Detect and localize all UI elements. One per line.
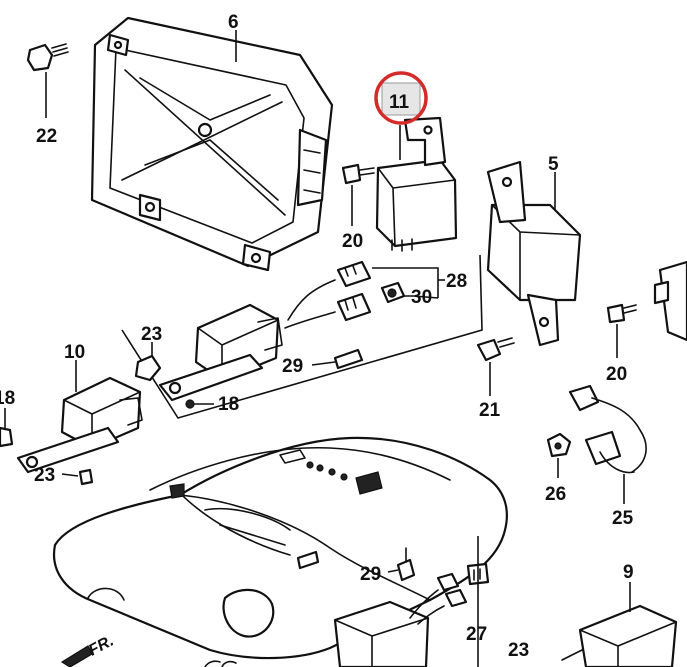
screw-18a: [185, 399, 214, 409]
callout-18b: 18: [0, 388, 15, 409]
callout-box-11: [381, 82, 421, 116]
clip-29a: [311, 348, 364, 370]
callout-20a: 20: [342, 231, 363, 252]
screw-20b: [606, 303, 637, 358]
module-9: [561, 604, 678, 667]
bolt-21: [476, 337, 515, 396]
control-unit-6: [90, 16, 334, 272]
callout-23a: 23: [141, 324, 162, 345]
screw-23b: [61, 468, 94, 486]
callout-18a: 18: [218, 394, 239, 415]
clip-29b: [387, 547, 416, 582]
callout-26: 26: [545, 484, 566, 505]
callout-29b: 29: [360, 564, 381, 585]
callout-20b: 20: [606, 364, 627, 385]
callout-23c: 23: [508, 640, 529, 661]
front-arrow: FR.: [60, 632, 117, 667]
callout-25: 25: [612, 508, 634, 529]
callout-22: 22: [36, 126, 57, 147]
screw-20a: [341, 163, 375, 226]
module-5: [486, 160, 582, 347]
screw-18b: [0, 408, 14, 448]
highlight-ring: [374, 71, 428, 125]
module-partial-right: [653, 260, 687, 342]
callout-29a: 29: [282, 356, 303, 377]
relay-mid: [158, 303, 283, 402]
callout-9: 9: [623, 562, 634, 583]
callout-5: 5: [548, 154, 559, 175]
car-outline: [52, 436, 508, 660]
relay-unit-11: [375, 116, 458, 252]
bolt-22: [26, 43, 69, 118]
callout-11: 11: [389, 92, 410, 113]
callout-10: 10: [64, 342, 85, 363]
callout-6: 6: [228, 12, 239, 33]
callout-23b: 23: [34, 465, 55, 486]
callout-30: 30: [411, 287, 432, 308]
connectors-28: [284, 260, 372, 329]
grommet-23a: [134, 342, 162, 382]
relay-lower: [333, 562, 490, 667]
callout-21: 21: [479, 400, 501, 421]
callout-27: 27: [466, 624, 487, 645]
nut-26: [546, 432, 572, 478]
callout-28: 28: [446, 271, 467, 292]
relay-10: [16, 376, 143, 474]
clip-30: [380, 281, 406, 304]
sensor-25: [568, 384, 647, 474]
